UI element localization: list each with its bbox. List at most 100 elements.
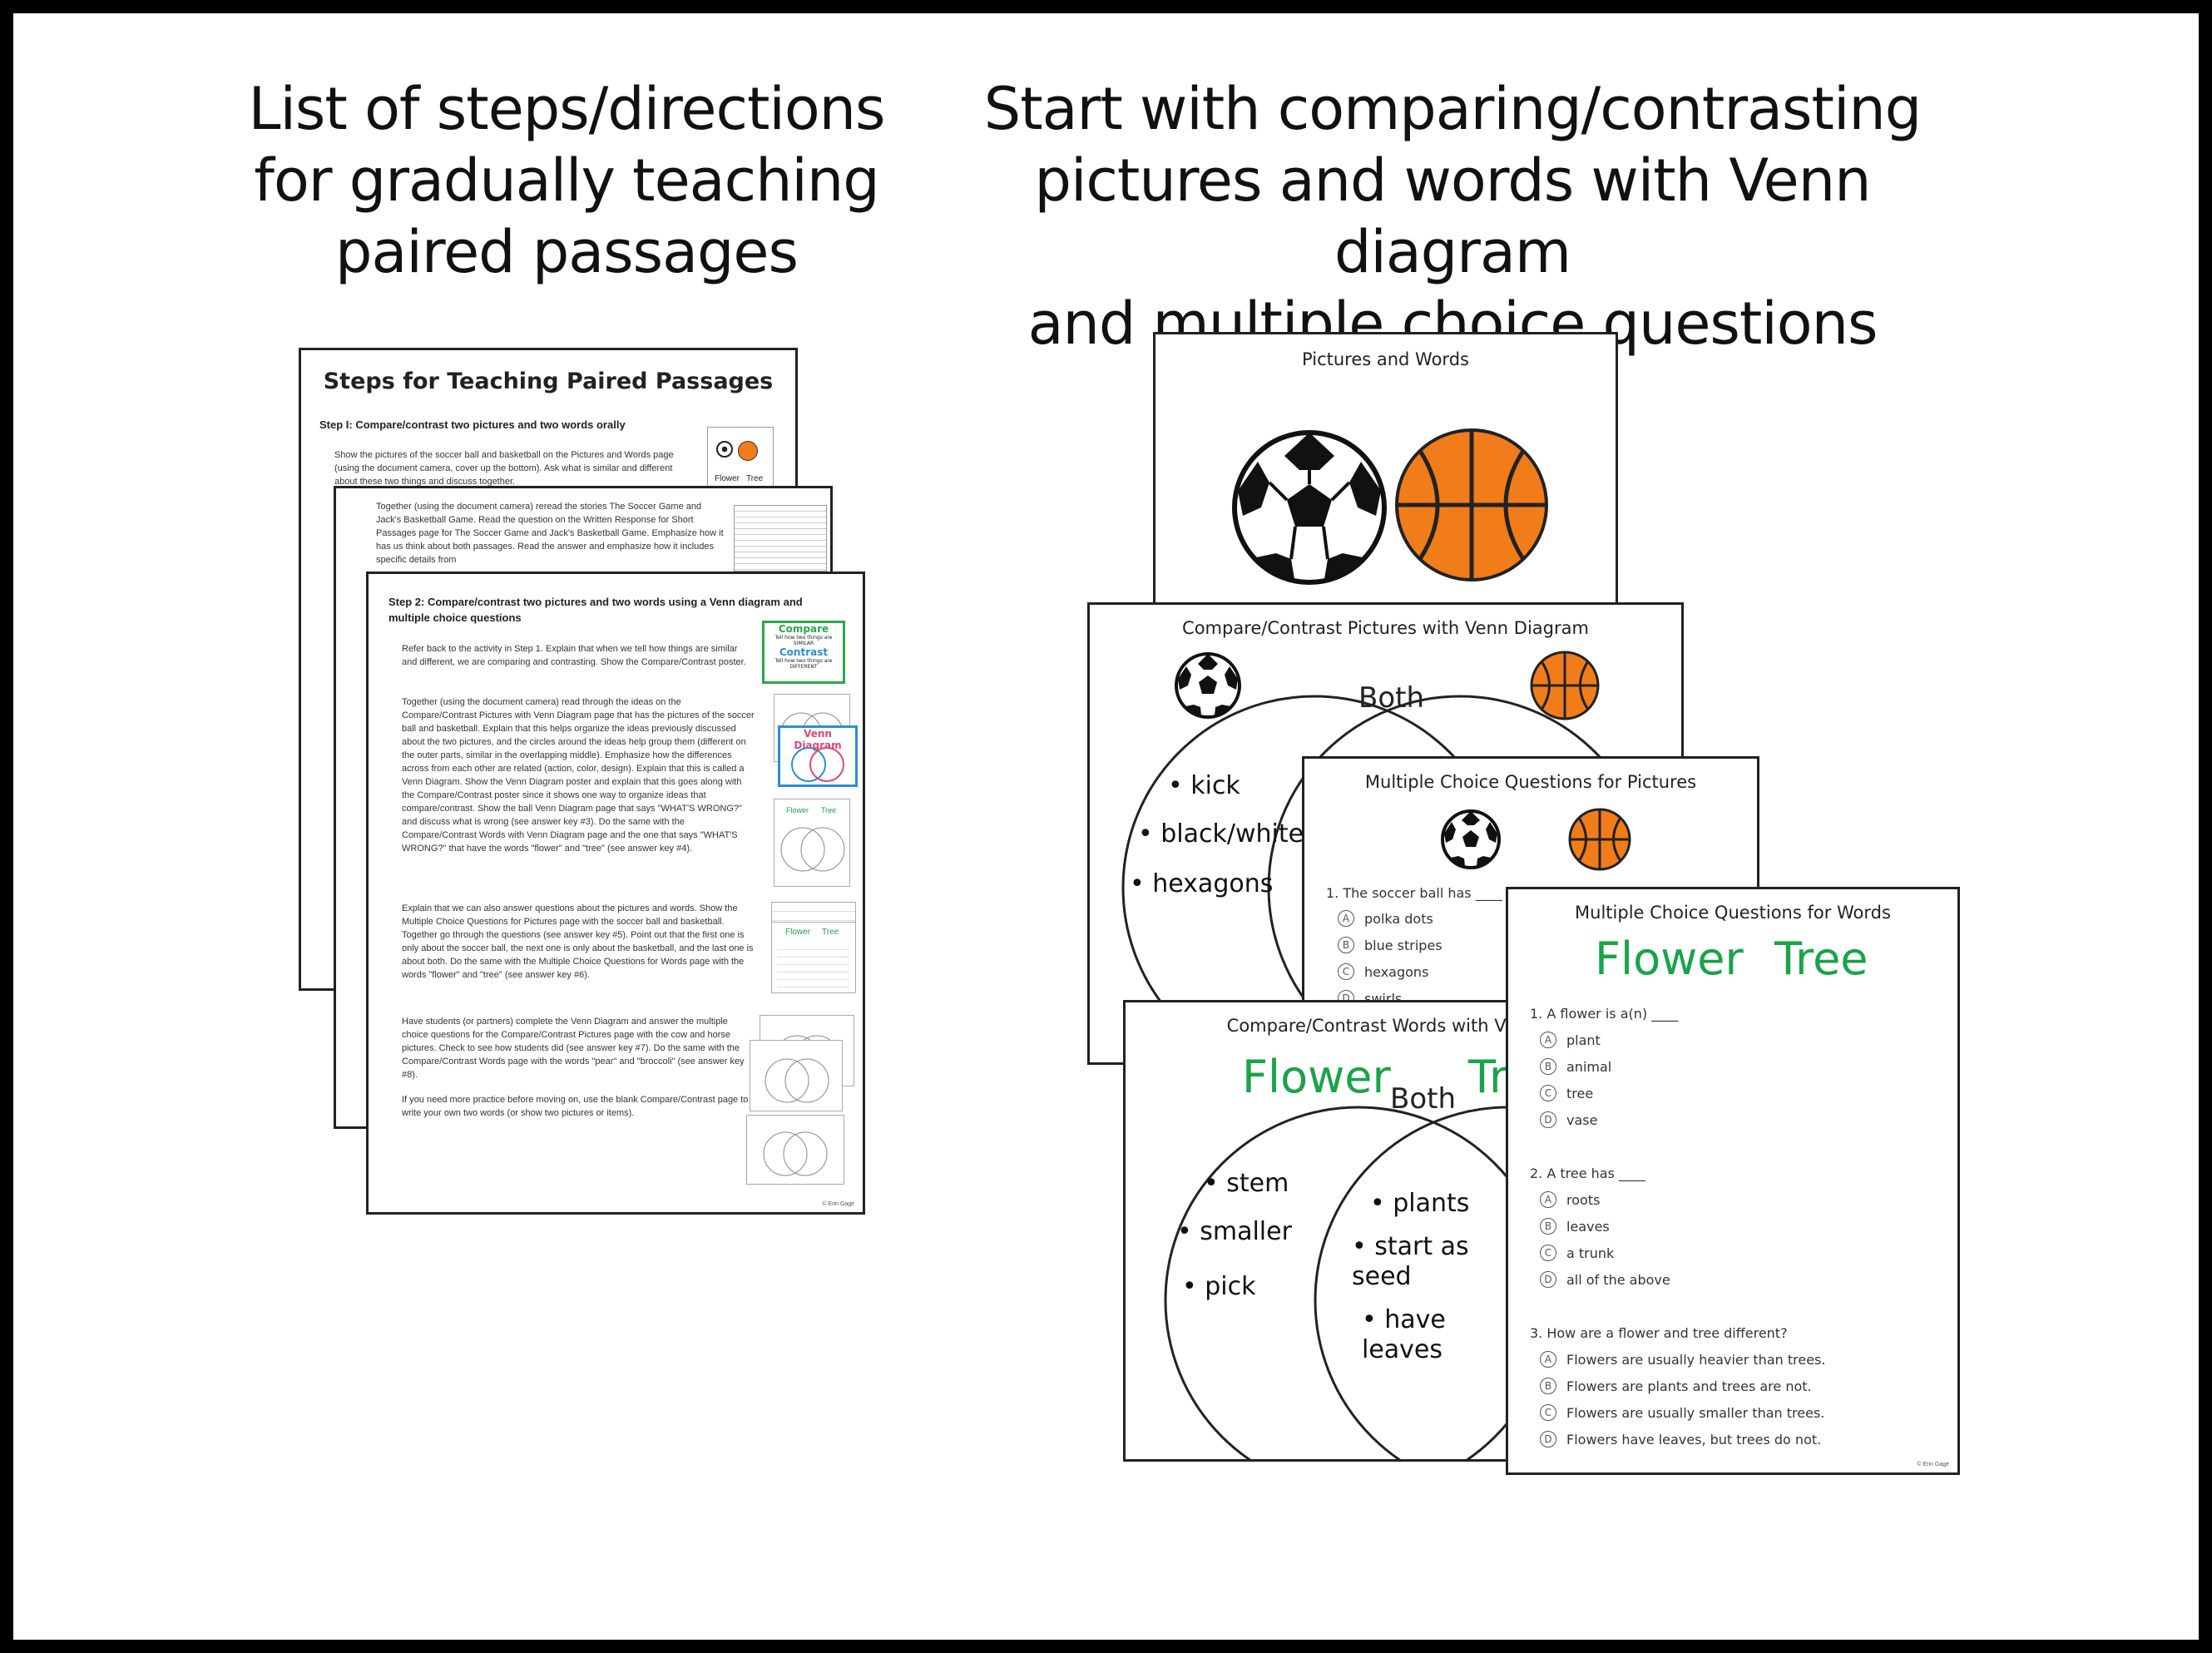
poster-contrast: Contrast [779,646,829,658]
venn-words-mid-3: • have leaves [1362,1305,1446,1364]
venn-words-both: Both [1390,1082,1457,1116]
option-bubble-c[interactable]: C [1540,1404,1556,1421]
step2-bullet-1: Refer back to the activity in Step 1. Ex… [402,644,746,667]
option-bubble-a[interactable]: A [1540,1351,1556,1368]
poster-compare: Compare [778,623,829,635]
option-bubble-b[interactable]: B [1540,1218,1556,1235]
venn-words-left-3: • pick [1182,1272,1256,1301]
thumb-mcq-words: Flower Tree [771,922,856,993]
soccer-ball-icon [1175,652,1241,719]
option-bubble-a[interactable]: A [1540,1032,1556,1048]
basketball-icon [738,441,758,461]
step2-heading: Step 2: Compare/contrast two pictures an… [388,596,803,624]
thumb-venn-words-circles [780,827,845,872]
venn-pictures-title: Compare/Contrast Pictures with Venn Diag… [1182,618,1589,638]
step2-bullet-4: Have students (or partners) complete the… [402,1017,745,1080]
thumb-mcq-lines [777,943,849,987]
soccer-ball-icon [1232,430,1387,585]
pictures-words-art [1232,428,1548,585]
option-bubble-c[interactable]: C [1338,963,1354,980]
thumb-written-response [734,505,827,572]
option-bubble-c[interactable]: C [1540,1245,1556,1261]
option-bubble-d[interactable]: D [1540,1111,1556,1128]
mcq-words-q3: 3. How are a flower and tree different? [1530,1325,1788,1341]
mcq-pictures-q1: 1. The soccer ball has ____ [1326,885,1502,901]
pictures-words-page: Pictures and Words [1153,332,1618,619]
thumb-venn-tree: Tree [821,806,837,814]
mcq-pictures-art [1441,808,1631,871]
compare-contrast-poster: Compare Tell how two things are SIMILAR … [762,621,845,684]
mcq-pictures-title: Multiple Choice Questions for Pictures [1364,772,1697,792]
step2-bullet-2: Together (using the document camera) rea… [402,697,755,854]
venn-pictures-both: Both [1358,681,1425,715]
thumb-venn-flower: Flower [786,806,809,814]
poster-contrast-sub: Tell how two things are DIFFERENT [774,658,833,670]
step2-bullet-5: If you need more practice before moving … [402,1095,749,1118]
option-bubble-d[interactable]: D [1540,1271,1556,1288]
soccer-ball-icon [1441,809,1501,869]
venn-diagram-poster: Venn Diagram [778,725,858,787]
thumb-compare-words [750,1040,843,1111]
step1-heading: Step I: Compare/contrast two pictures an… [319,418,626,431]
venn-words-left-2: • smaller [1177,1217,1292,1246]
venn-poster-circles [791,747,844,782]
venn-pictures-item-1: • kick [1168,771,1240,800]
basketball-icon [1395,428,1548,582]
option-bubble-a[interactable]: A [1338,910,1354,927]
venn-pictures-item-2: • black/white [1138,819,1304,849]
venn-words-mid-1: • plants [1370,1189,1470,1218]
mcq-words-q2: 2. A tree has ____ [1530,1166,1646,1181]
heading-left: List of steps/directions for gradually t… [248,75,885,286]
mcq-words-q3-block: 3. How are a flower and tree different? … [1530,1325,1825,1448]
steps-doc-title: Steps for Teaching Paired Passages [323,369,774,394]
thumb-blank-compare [746,1115,844,1185]
venn-words-left-1: • stem [1204,1169,1289,1198]
option-bubble-b[interactable]: B [1338,937,1354,953]
steps-page-3: Step 2: Compare/contrast two pictures an… [366,572,865,1215]
option-bubble-b[interactable]: B [1540,1378,1556,1394]
heading-right: Start with comparing/contrasting picture… [983,75,1922,358]
option-bubble-c[interactable]: C [1540,1085,1556,1101]
option-bubble-b[interactable]: B [1540,1058,1556,1075]
venn-pictures-item-3: • hexagons [1130,869,1274,898]
thumb-word-flower: Flower [715,474,740,483]
thumb-compare-words-circles [765,1058,829,1103]
basketball-icon [1568,808,1631,871]
thumb-venn-words: Flower Tree [774,799,850,887]
basketball-icon [1530,651,1600,720]
mcq-words-q1: 1. A flower is a(n) ____ [1530,1006,1679,1022]
poster-compare-sub: Tell how two things are SIMILAR [774,635,833,646]
mcq-words-copyright: © Erin Gage [1917,1462,1949,1467]
mcq-words-flower: Flower [1595,933,1744,985]
soccer-ball-icon [716,441,733,458]
page2-text: Together (using the document camera) rer… [376,502,724,565]
thumb-mcq-tree: Tree [822,928,839,937]
thumb-pictures-words: Flower Tree [707,427,774,490]
option-bubble-d[interactable]: D [1540,1431,1556,1448]
mcq-words-tree: Tree [1774,933,1868,985]
thumb-mcq-flower: Flower [785,928,811,937]
option-bubble-a[interactable]: A [1540,1191,1556,1208]
step1-text: Show the pictures of the soccer ball and… [334,450,674,487]
step2-bullet-3: Explain that we can also answer question… [402,903,754,980]
thumb-blank-circles [763,1131,828,1176]
